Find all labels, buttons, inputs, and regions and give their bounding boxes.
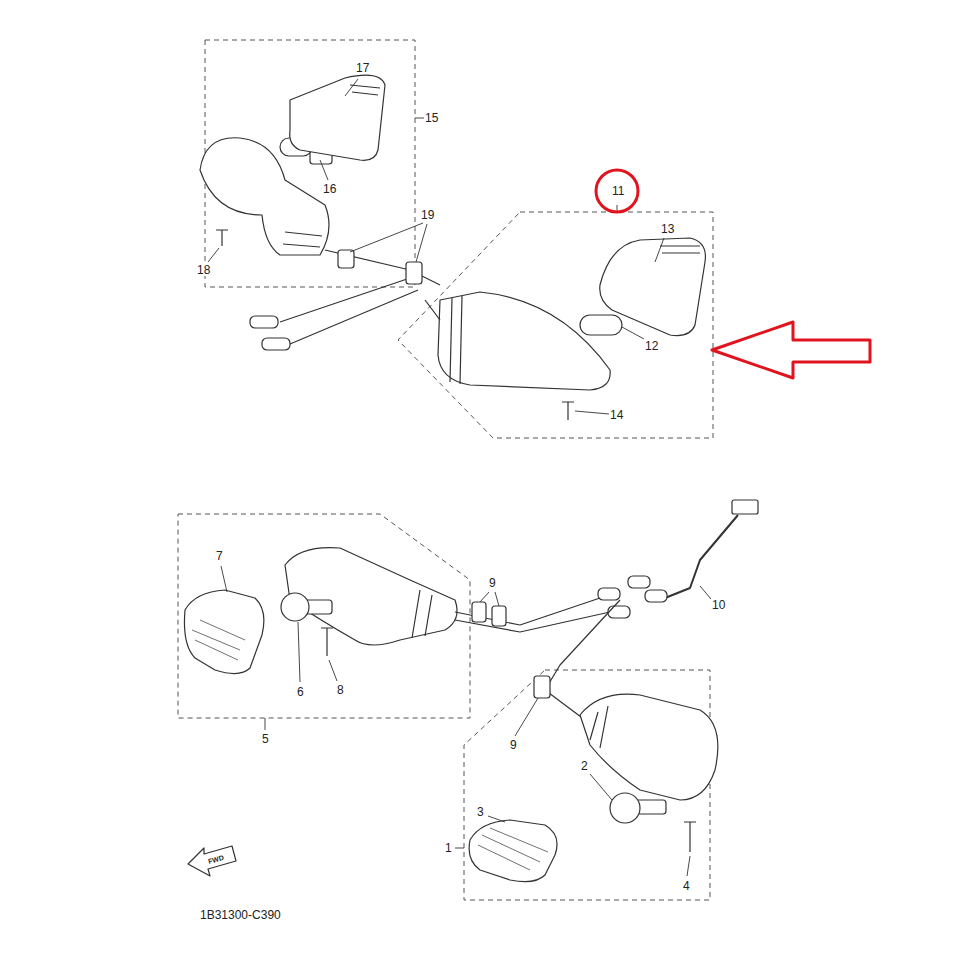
- bulb: [610, 793, 640, 823]
- connector: [262, 338, 290, 350]
- callout-number: 17: [355, 62, 370, 74]
- wire: [455, 598, 600, 625]
- callout-number: 11: [611, 185, 625, 197]
- leader-line: [221, 566, 227, 592]
- screw: [216, 230, 228, 246]
- grommet: [406, 262, 422, 284]
- leader-line: [687, 856, 690, 876]
- wire: [425, 300, 440, 320]
- leader-line: [329, 660, 337, 681]
- callout-number: 5: [261, 733, 270, 745]
- callout-number: 1: [444, 842, 453, 854]
- leader-line: [515, 698, 538, 736]
- signal-housing: [438, 292, 610, 390]
- lens: [290, 75, 385, 160]
- leader-line: [320, 160, 328, 180]
- leader-line: [480, 592, 499, 606]
- leader-line: [345, 79, 358, 96]
- wire: [280, 278, 418, 344]
- callout-number: 13: [660, 223, 675, 235]
- leader-line: [455, 848, 464, 849]
- connector: [250, 316, 278, 328]
- leader-line: [488, 816, 505, 822]
- grommet: [472, 602, 486, 622]
- lens-ribs: [660, 246, 700, 253]
- leader-line: [590, 774, 612, 800]
- leader-line: [622, 327, 644, 339]
- callout-number: 9: [509, 739, 518, 751]
- connector: [628, 576, 650, 588]
- lens-ribs: [192, 620, 245, 660]
- housing-band: [283, 232, 322, 247]
- grommet: [492, 606, 506, 626]
- lens-ribs: [478, 828, 548, 870]
- bulb: [281, 593, 309, 621]
- lens: [600, 238, 706, 336]
- leader-line: [700, 586, 711, 599]
- group-frame: [178, 514, 470, 718]
- lens: [184, 590, 263, 674]
- highlight-arrow: [712, 322, 870, 378]
- callout-number: 10: [711, 599, 726, 611]
- leader-line: [208, 248, 219, 262]
- bulb: [580, 315, 622, 335]
- callout-number: 2: [580, 760, 589, 772]
- callout-number: 12: [644, 340, 659, 352]
- signal-housing: [580, 694, 718, 800]
- leader-line: [655, 238, 664, 262]
- callout-number: 7: [215, 550, 224, 562]
- lens-ribs: [350, 85, 380, 95]
- callout-number: 6: [296, 686, 305, 698]
- leader-line: [575, 411, 609, 414]
- figure-code: 1B31300-C390: [199, 909, 282, 921]
- connector: [732, 500, 758, 514]
- callout-number: 14: [609, 409, 624, 421]
- callout-number: 3: [476, 806, 485, 818]
- leader-line: [265, 718, 266, 730]
- callout-number: 4: [682, 880, 691, 892]
- wire: [325, 250, 440, 285]
- forward-arrow-icon: [188, 846, 236, 876]
- connector: [598, 588, 620, 600]
- housing-band: [412, 590, 432, 638]
- housing-band: [590, 706, 608, 748]
- signal-housing: [285, 548, 457, 645]
- grommet: [534, 676, 550, 698]
- callout-number: 19: [420, 209, 435, 221]
- callout-number: 18: [196, 264, 211, 276]
- callout-number: 8: [336, 684, 345, 696]
- connector: [608, 606, 630, 618]
- leader-line: [298, 622, 300, 682]
- leader-line: [350, 223, 427, 262]
- callout-number: 9: [488, 577, 497, 589]
- housing-band: [450, 296, 462, 384]
- screw: [684, 822, 696, 852]
- lens: [469, 820, 557, 882]
- highlight-circle: [596, 170, 638, 212]
- leader-line: [415, 118, 424, 119]
- group-frame: [398, 212, 713, 438]
- screw: [321, 628, 333, 656]
- callout-number: 15: [424, 112, 439, 124]
- grommet: [338, 250, 354, 268]
- wire-harness: [665, 515, 738, 598]
- callout-number: 16: [322, 183, 337, 195]
- connector: [645, 590, 667, 602]
- screw: [562, 402, 574, 420]
